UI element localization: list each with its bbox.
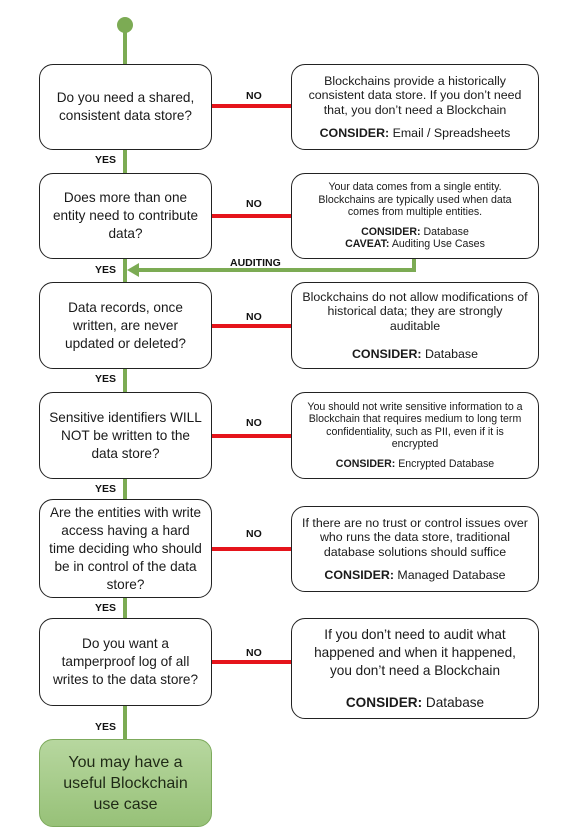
answer-text: Blockchains provide a historically consi…: [308, 73, 522, 117]
consider-line: CONSIDER: Database: [346, 694, 484, 712]
yes-label: YES: [95, 154, 117, 166]
consider-line: CONSIDER: Email / Spreadsheets: [320, 126, 511, 141]
yes-label: YES: [95, 373, 117, 385]
question-text: Do you want a tamperproof log of all wri…: [52, 636, 199, 687]
consider-line: CONSIDER: Encrypted Database: [336, 458, 494, 470]
consider-label: CONSIDER:: [351, 347, 422, 361]
answer-text: If there are no trust or control issues …: [302, 515, 528, 559]
no-label: NO: [246, 647, 262, 659]
consider-value: Database: [425, 694, 485, 710]
start-node: [117, 17, 133, 33]
yes-label: YES: [95, 721, 117, 733]
consider-line: CONSIDER: Database: [352, 347, 478, 362]
consider-line: CONSIDER: Managed Database: [324, 568, 505, 583]
auditing-arrowhead: [127, 263, 139, 277]
no-label: NO: [246, 311, 262, 323]
yes-label: YES: [95, 264, 117, 276]
caveat-line: CAVEAT: Auditing Use Cases: [345, 238, 485, 250]
answer-box: If there are no trust or control issues …: [291, 506, 539, 592]
final-outcome-text: You may have a useful Blockchain use cas…: [63, 753, 188, 813]
no-label: NO: [246, 417, 262, 429]
no-label: NO: [246, 90, 262, 102]
answer-text: You should not write sensitive informati…: [307, 400, 523, 451]
yes-label: YES: [95, 483, 117, 495]
answer-text: Blockchains do not allow modifications o…: [302, 289, 528, 333]
answer-box: Your data comes from a single entity. Bl…: [291, 173, 539, 259]
no-label: NO: [246, 198, 262, 210]
question-box: Are the entities with write access havin…: [39, 499, 212, 598]
question-box: Sensitive identifiers WILL NOT be writte…: [39, 392, 212, 479]
no-label: NO: [246, 528, 262, 540]
question-text: Sensitive identifiers WILL NOT be writte…: [49, 409, 202, 461]
question-box: Do you want a tamperproof log of all wri…: [39, 618, 212, 706]
consider-value: Email / Spreadsheets: [392, 126, 511, 140]
auditing-label: AUDITING: [230, 257, 281, 269]
consider-label: CONSIDER:: [345, 694, 423, 710]
question-text: Data records, once written, are never up…: [65, 299, 186, 351]
caveat-value: Auditing Use Cases: [391, 238, 485, 251]
question-text: Do you need a shared, consistent data st…: [56, 90, 195, 123]
question-text: Does more than one entity need to contri…: [52, 190, 199, 241]
answer-box: You should not write sensitive informati…: [291, 392, 539, 479]
yes-label: YES: [95, 602, 117, 614]
question-text: Are the entities with write access havin…: [49, 504, 202, 592]
consider-label: CONSIDER:: [319, 126, 390, 140]
consider-value: Managed Database: [397, 568, 506, 582]
answer-text: If you don’t need to audit what happened…: [314, 626, 516, 678]
auditing-arrow: [136, 257, 416, 272]
consider-label: CONSIDER:: [361, 225, 421, 238]
question-box: Do you need a shared, consistent data st…: [39, 64, 212, 150]
consider-value: Encrypted Database: [398, 457, 495, 470]
final-outcome-box: You may have a useful Blockchain use cas…: [39, 739, 212, 827]
consider-value: Database: [424, 347, 479, 361]
answer-box: Blockchains do not allow modifications o…: [291, 282, 539, 369]
answer-box: Blockchains provide a historically consi…: [291, 64, 539, 150]
caveat-label: CAVEAT:: [345, 238, 390, 251]
consider-line: CONSIDER: Database: [361, 226, 469, 238]
answer-box: If you don’t need to audit what happened…: [291, 618, 539, 719]
consider-value: Database: [423, 225, 469, 238]
consider-label: CONSIDER:: [324, 568, 394, 582]
question-box: Does more than one entity need to contri…: [39, 173, 212, 259]
consider-label: CONSIDER:: [335, 457, 396, 470]
answer-text: Your data comes from a single entity. Bl…: [318, 181, 512, 219]
question-box: Data records, once written, are never up…: [39, 282, 212, 369]
